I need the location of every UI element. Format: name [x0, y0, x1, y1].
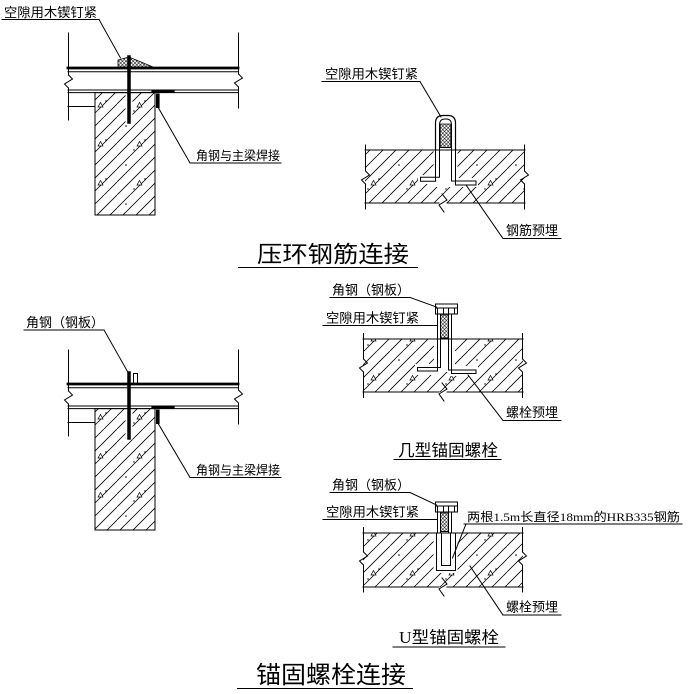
leader-line: [409, 296, 438, 308]
bar-clearance: [453, 178, 478, 187]
break-symbol: [519, 170, 530, 185]
beam-section-wedge-detail: 空隙用木锲钉紧 角钢与主梁焊接: [1, 5, 282, 216]
break-symbol: [438, 193, 448, 213]
slab-outline: [358, 527, 528, 597]
top-plate-with-nuts: [435, 501, 458, 513]
embedded-rebar-legs: [420, 149, 477, 186]
angle-plate-label: 角钢（钢板）: [26, 315, 104, 330]
beam-section-angle-detail: 角钢（钢板） 角钢与主梁焊接: [23, 315, 282, 531]
leader-line: [98, 18, 122, 59]
bolt-embed-label: 螺栓预埋: [506, 405, 558, 420]
u-bolt-subtitle: U型锚固螺栓: [399, 628, 499, 647]
u-anchor-bolt-detail: 角钢（钢板） 空隙用木锲钉紧 两根1.5m长直径18mm的HRB335钢筋 螺栓…: [322, 478, 683, 648]
leader-line: [469, 565, 504, 616]
bar-clearance: [418, 175, 438, 184]
rebar-spec-label: 两根1.5m长直径18mm的HRB335钢筋: [467, 509, 680, 524]
leader-line: [103, 329, 129, 373]
break-symbol: [233, 389, 244, 404]
leader-line: [467, 374, 504, 422]
angle-steel-bar: [156, 409, 160, 424]
angle-plate-label: 角钢（钢板）: [332, 283, 410, 298]
rebar-loop: [434, 114, 457, 151]
break-symbol: [63, 390, 74, 405]
concrete-column: [94, 92, 156, 216]
leader-line: [451, 523, 467, 559]
slab-outline: [360, 144, 530, 213]
top-plate-with-nuts: [435, 303, 458, 315]
angle-plate-label: 角钢（钢板）: [332, 478, 410, 493]
bolt-legs: [417, 313, 477, 374]
angle-weld-label: 角钢与主梁焊接: [196, 463, 280, 478]
break-symbol: [360, 170, 371, 185]
concrete-column: [94, 408, 156, 531]
bar-clearance: [433, 533, 458, 573]
break-symbol: [438, 382, 448, 402]
leader-line: [465, 184, 504, 240]
gap-wedge-label: 空隙用木锲钉紧: [326, 505, 419, 520]
break-symbol: [358, 358, 369, 373]
jl-bolt-subtitle: 几型锚固螺栓: [398, 441, 498, 460]
break-symbol: [517, 551, 528, 566]
bar-clearance: [434, 339, 455, 372]
break-symbol: [63, 74, 74, 89]
break-symbol: [517, 358, 528, 373]
jl-anchor-bolt-detail: 角钢（钢板） 空隙用木锲钉紧 螺栓预埋 几型锚固螺栓: [322, 283, 562, 460]
break-symbol: [233, 73, 244, 88]
gap-wedge-label: 空隙用木锲钉紧: [326, 311, 419, 326]
u-bolt: [436, 511, 456, 571]
leader-line: [409, 491, 438, 506]
break-symbol: [358, 551, 369, 566]
break-symbol: [438, 577, 448, 597]
wood-wedge: [440, 123, 451, 148]
rebar-embed-label: 钢筋预埋: [506, 223, 558, 238]
bottom-section-title: 锚固螺栓连接: [256, 662, 406, 689]
slab-outline: [358, 333, 528, 402]
leader-line: [157, 107, 191, 164]
gap-wedge-label: 空隙用木锲钉紧: [4, 5, 97, 20]
bar-clearance: [415, 364, 436, 375]
bar-clearance: [450, 366, 478, 376]
angle-weld-label: 角钢与主梁焊接: [196, 148, 280, 163]
wood-wedge: [440, 512, 449, 532]
wood-wedge: [440, 314, 449, 339]
angle-plate-profile: [133, 373, 138, 384]
gap-wedge-label: 空隙用木锲钉紧: [325, 67, 418, 82]
leader-line: [157, 423, 191, 479]
bolt-embed-label: 螺栓预埋: [506, 600, 558, 615]
angle-steel-bar: [156, 93, 160, 108]
ring-rebar-detail: 空隙用木锲钉紧 钢筋预埋: [321, 67, 562, 240]
leader-line: [419, 80, 442, 118]
top-section-title: 压环钢筋连接: [257, 242, 409, 267]
wood-wedge: [117, 56, 154, 68]
